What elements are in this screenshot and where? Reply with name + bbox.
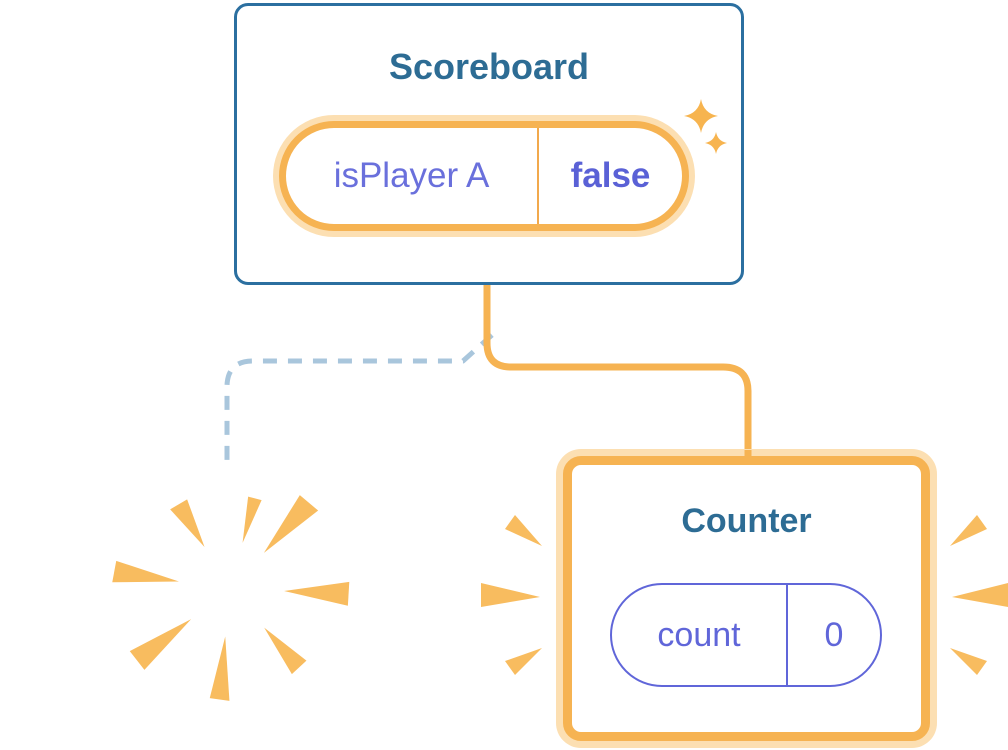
state-label: isPlayer A <box>333 156 490 195</box>
dashed-connector-line <box>224 333 494 470</box>
scoreboard-component-card: Scoreboard isPlayer A false <box>234 3 744 285</box>
counter-title: Counter <box>681 502 812 540</box>
counter-component-card: Counter count 0 <box>563 456 930 741</box>
scoreboard-title: Scoreboard <box>388 46 590 87</box>
scoreboard-state-badge: isPlayer A false <box>279 121 689 231</box>
state-label: count <box>657 615 741 654</box>
solid-connector-line <box>483 283 752 458</box>
destroyed-component-card <box>88 453 372 725</box>
state-value: false <box>570 156 651 195</box>
counter-state-badge: count 0 <box>610 583 882 687</box>
state-value: 0 <box>824 615 844 654</box>
pill-divider <box>786 585 788 685</box>
pill-divider <box>537 128 539 224</box>
poof-burst-icon <box>112 495 350 701</box>
